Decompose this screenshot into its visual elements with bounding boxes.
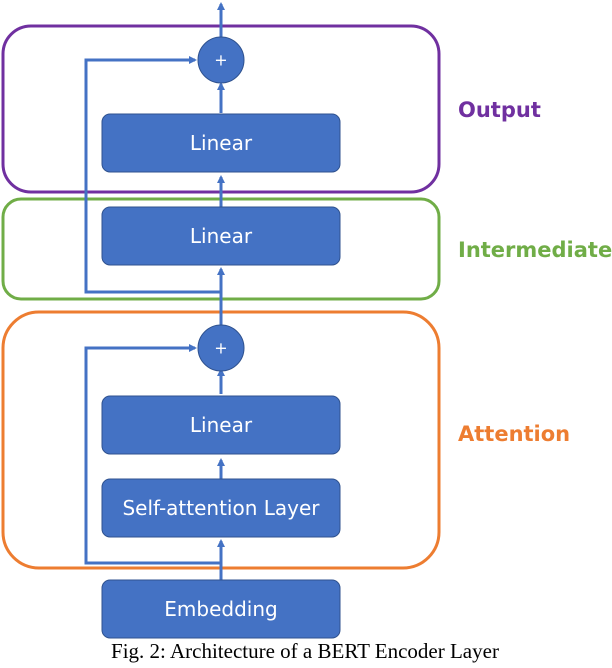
add-node-bottom: +	[197, 324, 245, 372]
add-node-top: +	[197, 36, 245, 84]
intermediate-linear-label: Linear	[190, 224, 253, 248]
attention-linear-label: Linear	[190, 413, 253, 437]
self-attention-label: Self-attention Layer	[122, 496, 320, 520]
output-linear-label: Linear	[190, 131, 253, 155]
figure-caption: Fig. 2: Architecture of a BERT Encoder L…	[111, 639, 499, 663]
intermediate-group-label: Intermediate	[458, 238, 612, 262]
residual-connections	[84, 56, 221, 565]
add-node-bottom-symbol: +	[214, 339, 227, 358]
embedding-label: Embedding	[164, 597, 277, 621]
attention-group-label: Attention	[458, 422, 570, 446]
attention-linear-box: Linear	[101, 395, 341, 455]
residual-bottom	[84, 344, 221, 565]
intermediate-linear-box: Linear	[101, 206, 341, 266]
embedding-box: Embedding	[101, 579, 341, 639]
self-attention-box: Self-attention Layer	[101, 478, 341, 538]
output-group-label: Output	[458, 98, 541, 122]
add-node-top-symbol: +	[214, 51, 227, 70]
output-linear-box: Linear	[101, 113, 341, 173]
residual-top	[84, 56, 221, 294]
